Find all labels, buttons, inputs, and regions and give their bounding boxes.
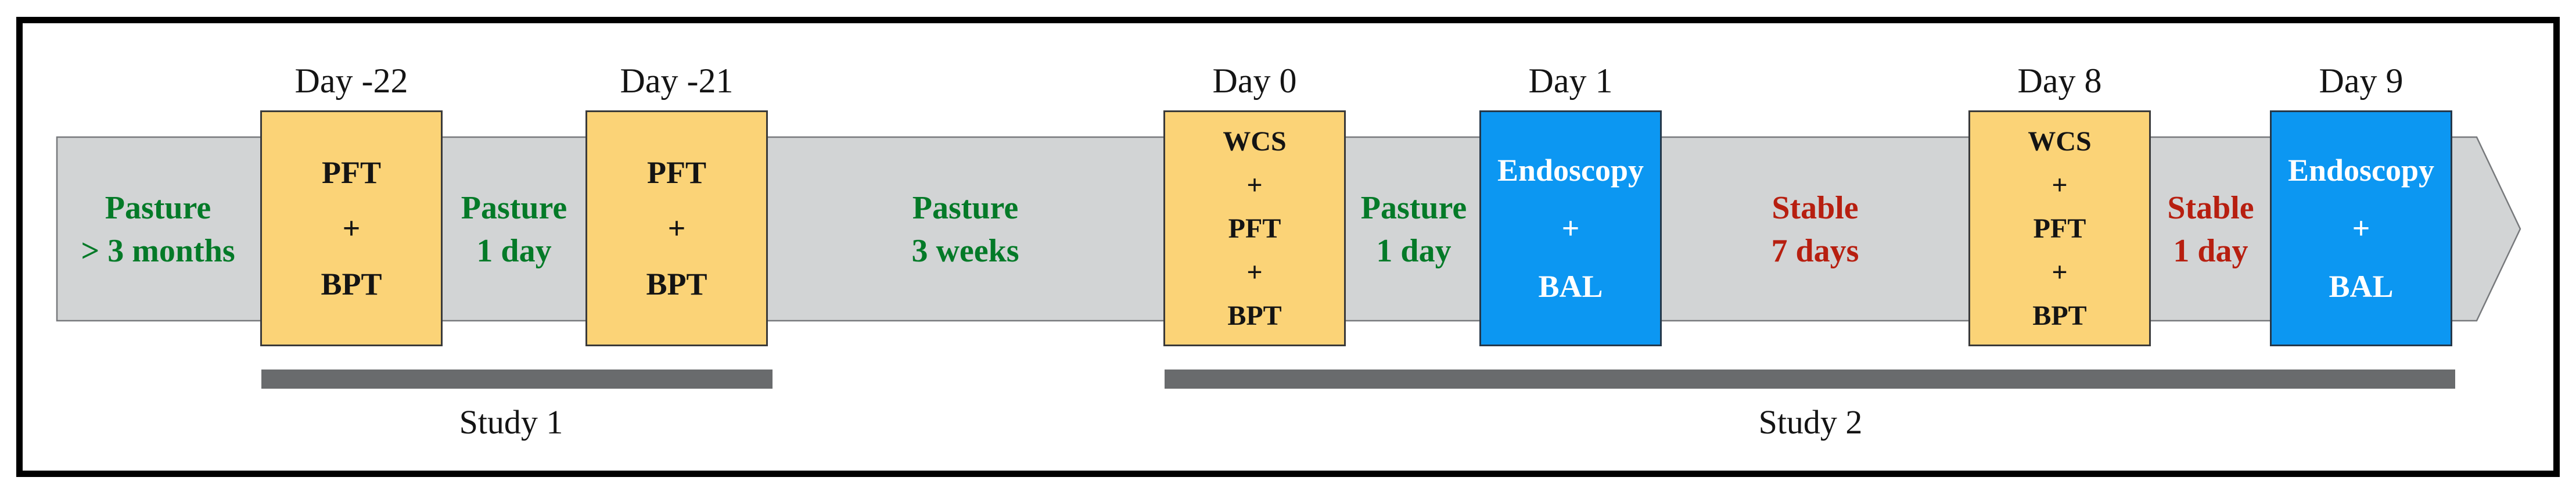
day-label: Day 0: [1212, 62, 1297, 100]
study-2-label: Study 2: [1758, 403, 1863, 441]
segment-label-pasture-1-day: Pasture 1 day: [461, 190, 567, 269]
day-label: Day 9: [2319, 62, 2403, 100]
study-1-label: Study 1: [459, 403, 563, 441]
day-box-content: PFT + BPT: [321, 155, 382, 302]
day-box-day-0: WCS + PFT + BPT: [1163, 110, 1346, 346]
day-label: Day 1: [1528, 62, 1613, 100]
day-box-day-9: Endoscopy + BAL: [2270, 110, 2452, 346]
study-2-bar: [1165, 370, 2455, 389]
segment-label-pasture-1-day: Pasture 1 day: [1360, 190, 1467, 269]
day-box-content: Endoscopy + BAL: [2287, 153, 2435, 304]
segment-label-pasture-3-months: Pasture > 3 months: [81, 190, 235, 269]
day-label: Day 8: [2017, 62, 2102, 100]
segment-label-pasture-3-weeks: Pasture 3 weeks: [911, 190, 1019, 269]
day-box-day-1: Endoscopy + BAL: [1479, 110, 1662, 346]
figure-frame: [16, 17, 2560, 477]
day-label: Day -21: [620, 62, 734, 100]
day-box-content: WCS + PFT + BPT: [1223, 125, 1287, 331]
day-box-day-minus-22: PFT + BPT: [260, 110, 443, 346]
segment-label-stable-7-days: Stable 7 days: [1771, 190, 1859, 269]
day-box-day-8: WCS + PFT + BPT: [1968, 110, 2151, 346]
day-box-content: WCS + PFT + BPT: [2028, 125, 2092, 331]
study-1-bar: [261, 370, 773, 389]
day-box-content: Endoscopy + BAL: [1497, 153, 1644, 304]
day-box-day-minus-21: PFT + BPT: [585, 110, 768, 346]
day-label: Day -22: [294, 62, 408, 100]
segment-label-stable-1-day: Stable 1 day: [2167, 190, 2254, 269]
day-box-content: PFT + BPT: [646, 155, 707, 302]
